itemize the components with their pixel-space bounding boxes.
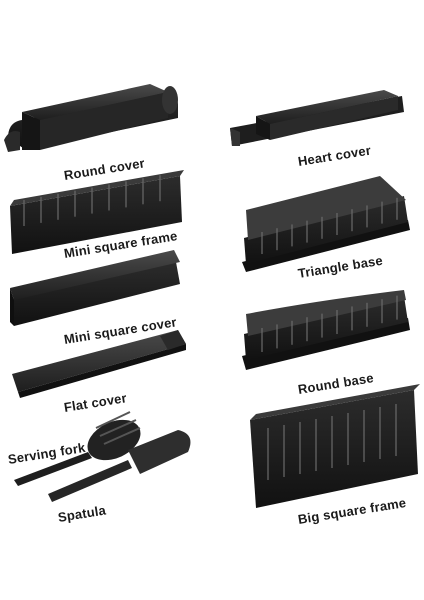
flat-cover-part xyxy=(12,330,186,398)
triangle-base-slots xyxy=(261,197,398,254)
mini-square-cover-part xyxy=(10,250,180,326)
spatula-part xyxy=(48,430,191,502)
round-base-slots xyxy=(261,295,398,352)
heart-cover-part xyxy=(230,90,404,146)
big-square-frame-part xyxy=(250,384,420,508)
mini-square-frame-slots xyxy=(23,175,161,226)
round-cover-part xyxy=(4,84,178,152)
big-square-frame-slots xyxy=(267,404,397,480)
mini-square-frame-part xyxy=(10,170,184,254)
round-base-part xyxy=(242,290,410,370)
serving-fork-part xyxy=(14,411,141,486)
triangle-base-part xyxy=(242,176,410,272)
